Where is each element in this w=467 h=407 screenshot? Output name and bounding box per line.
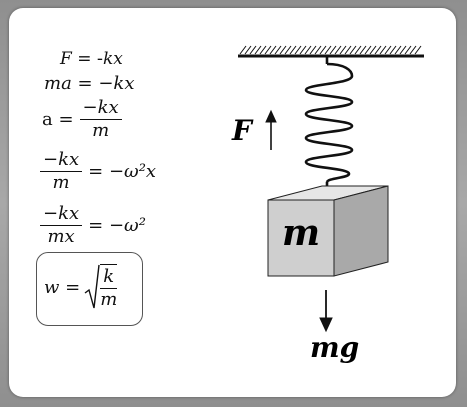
- omega-squared-equation: −kx m = −ω²x: [34, 150, 156, 193]
- weight-label: mg: [310, 331, 360, 364]
- force-label: F: [232, 114, 252, 147]
- hooke-lhs: F: [60, 49, 72, 69]
- omega2-denominator: mx: [47, 226, 75, 247]
- result-denominator: m: [100, 289, 118, 310]
- result-fraction: k m: [100, 264, 118, 310]
- accel-numerator: −kx: [79, 98, 122, 120]
- result-equation: w = k m: [44, 263, 123, 311]
- acceleration-equation: a = −kx m: [42, 98, 128, 141]
- omega-squared-equation-2: −kx mx = −ω²: [34, 204, 146, 247]
- spring: [304, 56, 354, 194]
- newton-equation: ma = −kx: [44, 73, 135, 94]
- omega-numerator: −kx: [40, 150, 83, 172]
- omega2-rhs: = −ω²: [88, 215, 146, 236]
- omega-denominator: m: [52, 172, 70, 193]
- ceiling-hatch: [239, 45, 422, 55]
- hooke-rhs: = -: [77, 49, 103, 69]
- omega2-numerator: −kx: [40, 204, 83, 226]
- omega-rhs: = −ω²x: [88, 161, 157, 182]
- hooke-rhs-var: kx: [103, 49, 123, 69]
- omega2-fraction: −kx mx: [40, 204, 83, 247]
- result-lhs: w =: [44, 276, 81, 298]
- force-arrow-icon: [265, 109, 277, 150]
- radical-sign: [84, 264, 100, 309]
- result-numerator: k: [100, 267, 118, 289]
- mass-label: m: [282, 212, 321, 254]
- mass-block: [267, 185, 389, 277]
- omega-fraction: −kx m: [40, 150, 83, 193]
- hooke-law-equation: F = -kx: [60, 49, 123, 69]
- accel-fraction: −kx m: [79, 98, 122, 141]
- weight-arrow-icon: [319, 290, 333, 333]
- accel-lhs: a =: [42, 109, 74, 130]
- accel-denominator: m: [92, 120, 110, 141]
